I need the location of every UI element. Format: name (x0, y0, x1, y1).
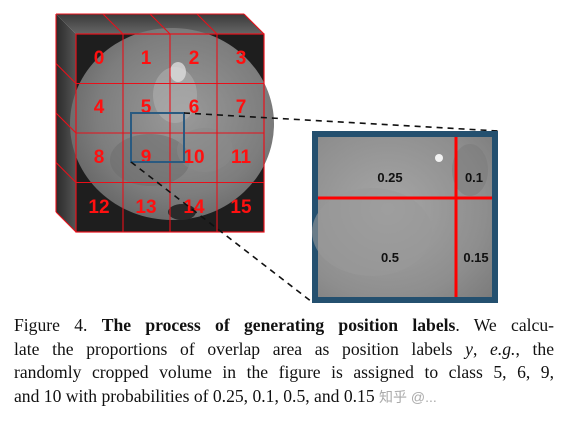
caption-eg: e.g. (490, 338, 516, 359)
grid-number: 3 (236, 48, 247, 69)
cropped-volume-box (130, 112, 185, 163)
caption-line-3: randomly cropped volume in the figure is… (14, 362, 554, 383)
ct-volume-cube: 0 1 2 3 4 5 6 7 8 9 10 11 12 13 14 15 (55, 13, 274, 233)
caption-text: late the proportions of overlap area as … (14, 338, 466, 359)
grid-number-labels: 0 1 2 3 4 5 6 7 8 9 10 11 12 13 14 15 (88, 48, 252, 218)
grid-number: 0 (94, 48, 105, 69)
caption-line-1: Figure 4. The process of generating posi… (14, 314, 554, 338)
variable-y: y (465, 338, 473, 359)
zoomed-crop-inset: 0.25 0.1 0.5 0.15 (312, 131, 498, 303)
grid-number: 5 (141, 97, 152, 118)
grid-number: 8 (94, 147, 105, 168)
caption-text: , the (515, 338, 555, 359)
grid-number: 9 (141, 147, 152, 168)
proportion-label: 0.1 (465, 170, 483, 185)
caption-title: The process of generating position label… (101, 315, 456, 335)
zoom-connector-lines (130, 112, 499, 303)
caption-text: . We calcu- (455, 315, 555, 335)
grid-number: 1 (141, 48, 152, 69)
caption-text: and 10 with probabilities of 0.25, 0.1, … (14, 385, 375, 406)
caption-line-4: and 10 with probabilities of 0.25, 0.1, … (14, 385, 554, 410)
grid-number: 15 (230, 197, 252, 218)
grid-number: 4 (94, 97, 105, 118)
proportion-label: 0.25 (377, 170, 402, 185)
proportion-label: 0.5 (381, 250, 399, 265)
grid-number: 11 (231, 147, 252, 168)
proportion-label: 0.15 (463, 250, 488, 265)
figure-label: Figure 4. (14, 315, 88, 335)
figure-caption: Figure 4. The process of generating posi… (14, 314, 554, 409)
figure-illustration: 0 1 2 3 4 5 6 7 8 9 10 11 12 13 14 15 (55, 13, 499, 303)
watermark: 知乎 @... (379, 388, 437, 405)
caption-text: , (472, 338, 491, 359)
grid-number: 7 (236, 97, 247, 118)
grid-number: 13 (135, 197, 156, 218)
inset-split-lines (318, 137, 492, 297)
caption-line-2: late the proportions of overlap area as … (14, 338, 554, 362)
grid-number: 6 (189, 97, 200, 118)
grid-lines (55, 13, 265, 233)
grid-number: 14 (183, 197, 205, 218)
grid-number: 10 (183, 147, 204, 168)
grid-number: 2 (189, 48, 200, 69)
grid-number: 12 (88, 197, 109, 218)
